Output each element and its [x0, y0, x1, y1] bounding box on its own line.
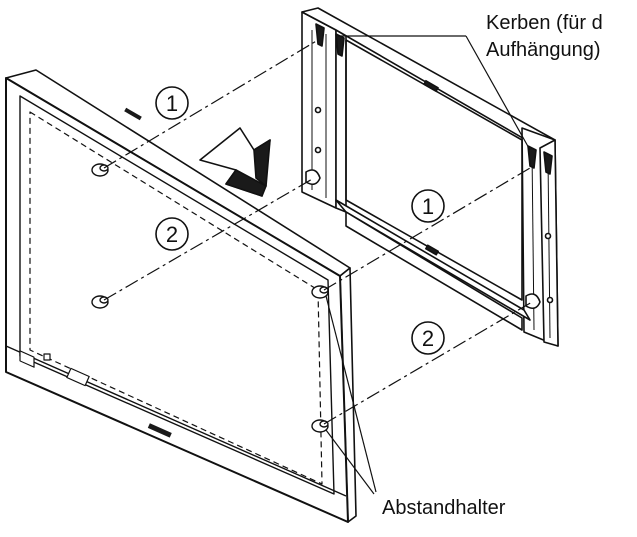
step-2-upper: 2 — [155, 217, 189, 251]
notch-top-right — [527, 145, 537, 169]
step-1-lower-number: 1 — [422, 194, 434, 219]
arrow-icon — [199, 127, 271, 197]
notch-top-right-2 — [543, 151, 553, 175]
align-line-1-right — [323, 167, 531, 291]
spacer-top-left — [91, 163, 109, 177]
bracket-inner-frame — [345, 39, 523, 301]
leader-notches-right — [465, 35, 531, 151]
display-inner-border — [19, 95, 335, 495]
step-2-upper-number: 2 — [166, 222, 178, 247]
logo — [425, 244, 439, 256]
wall-bracket — [301, 7, 559, 347]
logo — [423, 79, 439, 93]
logo — [147, 423, 172, 438]
label-notches-line2: Aufhängung) — [486, 39, 601, 61]
bracket-bottom-rail — [335, 199, 531, 321]
step-2-lower-number: 2 — [422, 326, 434, 351]
step-markers: 1 2 1 2 — [155, 86, 445, 355]
callout-leaders — [325, 35, 531, 495]
display-panel — [5, 69, 357, 523]
alignment-lines — [103, 39, 533, 425]
leader-spacer-top — [325, 295, 377, 493]
spacer-bottom-right — [311, 419, 329, 433]
step-1-upper: 1 — [155, 86, 189, 120]
control-button — [43, 353, 51, 361]
align-line-2-left — [103, 177, 315, 301]
step-2-lower: 2 — [411, 321, 445, 355]
step-1-upper-number: 1 — [166, 91, 178, 116]
bracket-bottom-flange — [345, 211, 523, 331]
notch-top-left-2 — [335, 33, 345, 57]
label-spacers: Abstandhalter — [382, 497, 506, 519]
leader-spacer-bottom — [325, 429, 375, 495]
control-button — [66, 367, 90, 387]
step-1-lower: 1 — [411, 189, 445, 223]
label-notches-line1: Kerben (für d — [486, 12, 603, 34]
hook-bottom-right — [525, 293, 541, 310]
spacer-bottom-left — [91, 295, 109, 309]
align-line-1-left — [103, 39, 319, 169]
notch-top-left — [315, 23, 325, 47]
display-back-outline — [29, 111, 323, 485]
bracket-left-rail-side — [335, 29, 347, 213]
align-line-2-right — [323, 301, 533, 425]
control-button — [19, 350, 35, 368]
